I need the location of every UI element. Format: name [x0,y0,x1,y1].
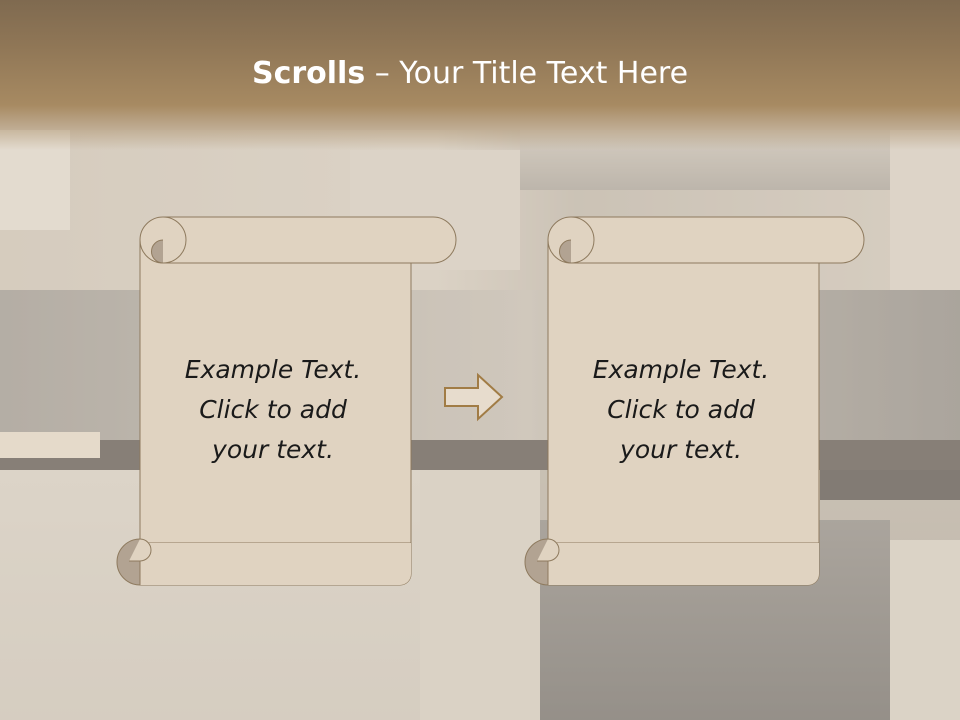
scroll-right[interactable]: Example Text. Click to add your text. [501,215,871,587]
right-arrow-icon [442,370,506,428]
scroll-text-line-3: your text. [620,435,742,464]
title-band [0,0,960,150]
scroll-text-line-1: Example Text. [184,355,362,384]
scroll-text-line-3: your text. [212,435,334,464]
slide-title[interactable]: Scrolls – Your Title Text Here [0,56,940,91]
scroll-text-line-2: Click to add [199,395,347,424]
title-separator: – [365,56,400,91]
scroll-left[interactable]: Example Text. Click to add your text. [93,215,463,587]
scroll-shape [116,216,457,586]
title-bold: Scrolls [251,56,366,91]
title-rest: Your Title Text Here [399,56,689,91]
scroll-text-line-1: Example Text. [592,355,770,384]
scroll-shape [524,216,865,586]
scroll-text-line-2: Click to add [607,395,755,424]
